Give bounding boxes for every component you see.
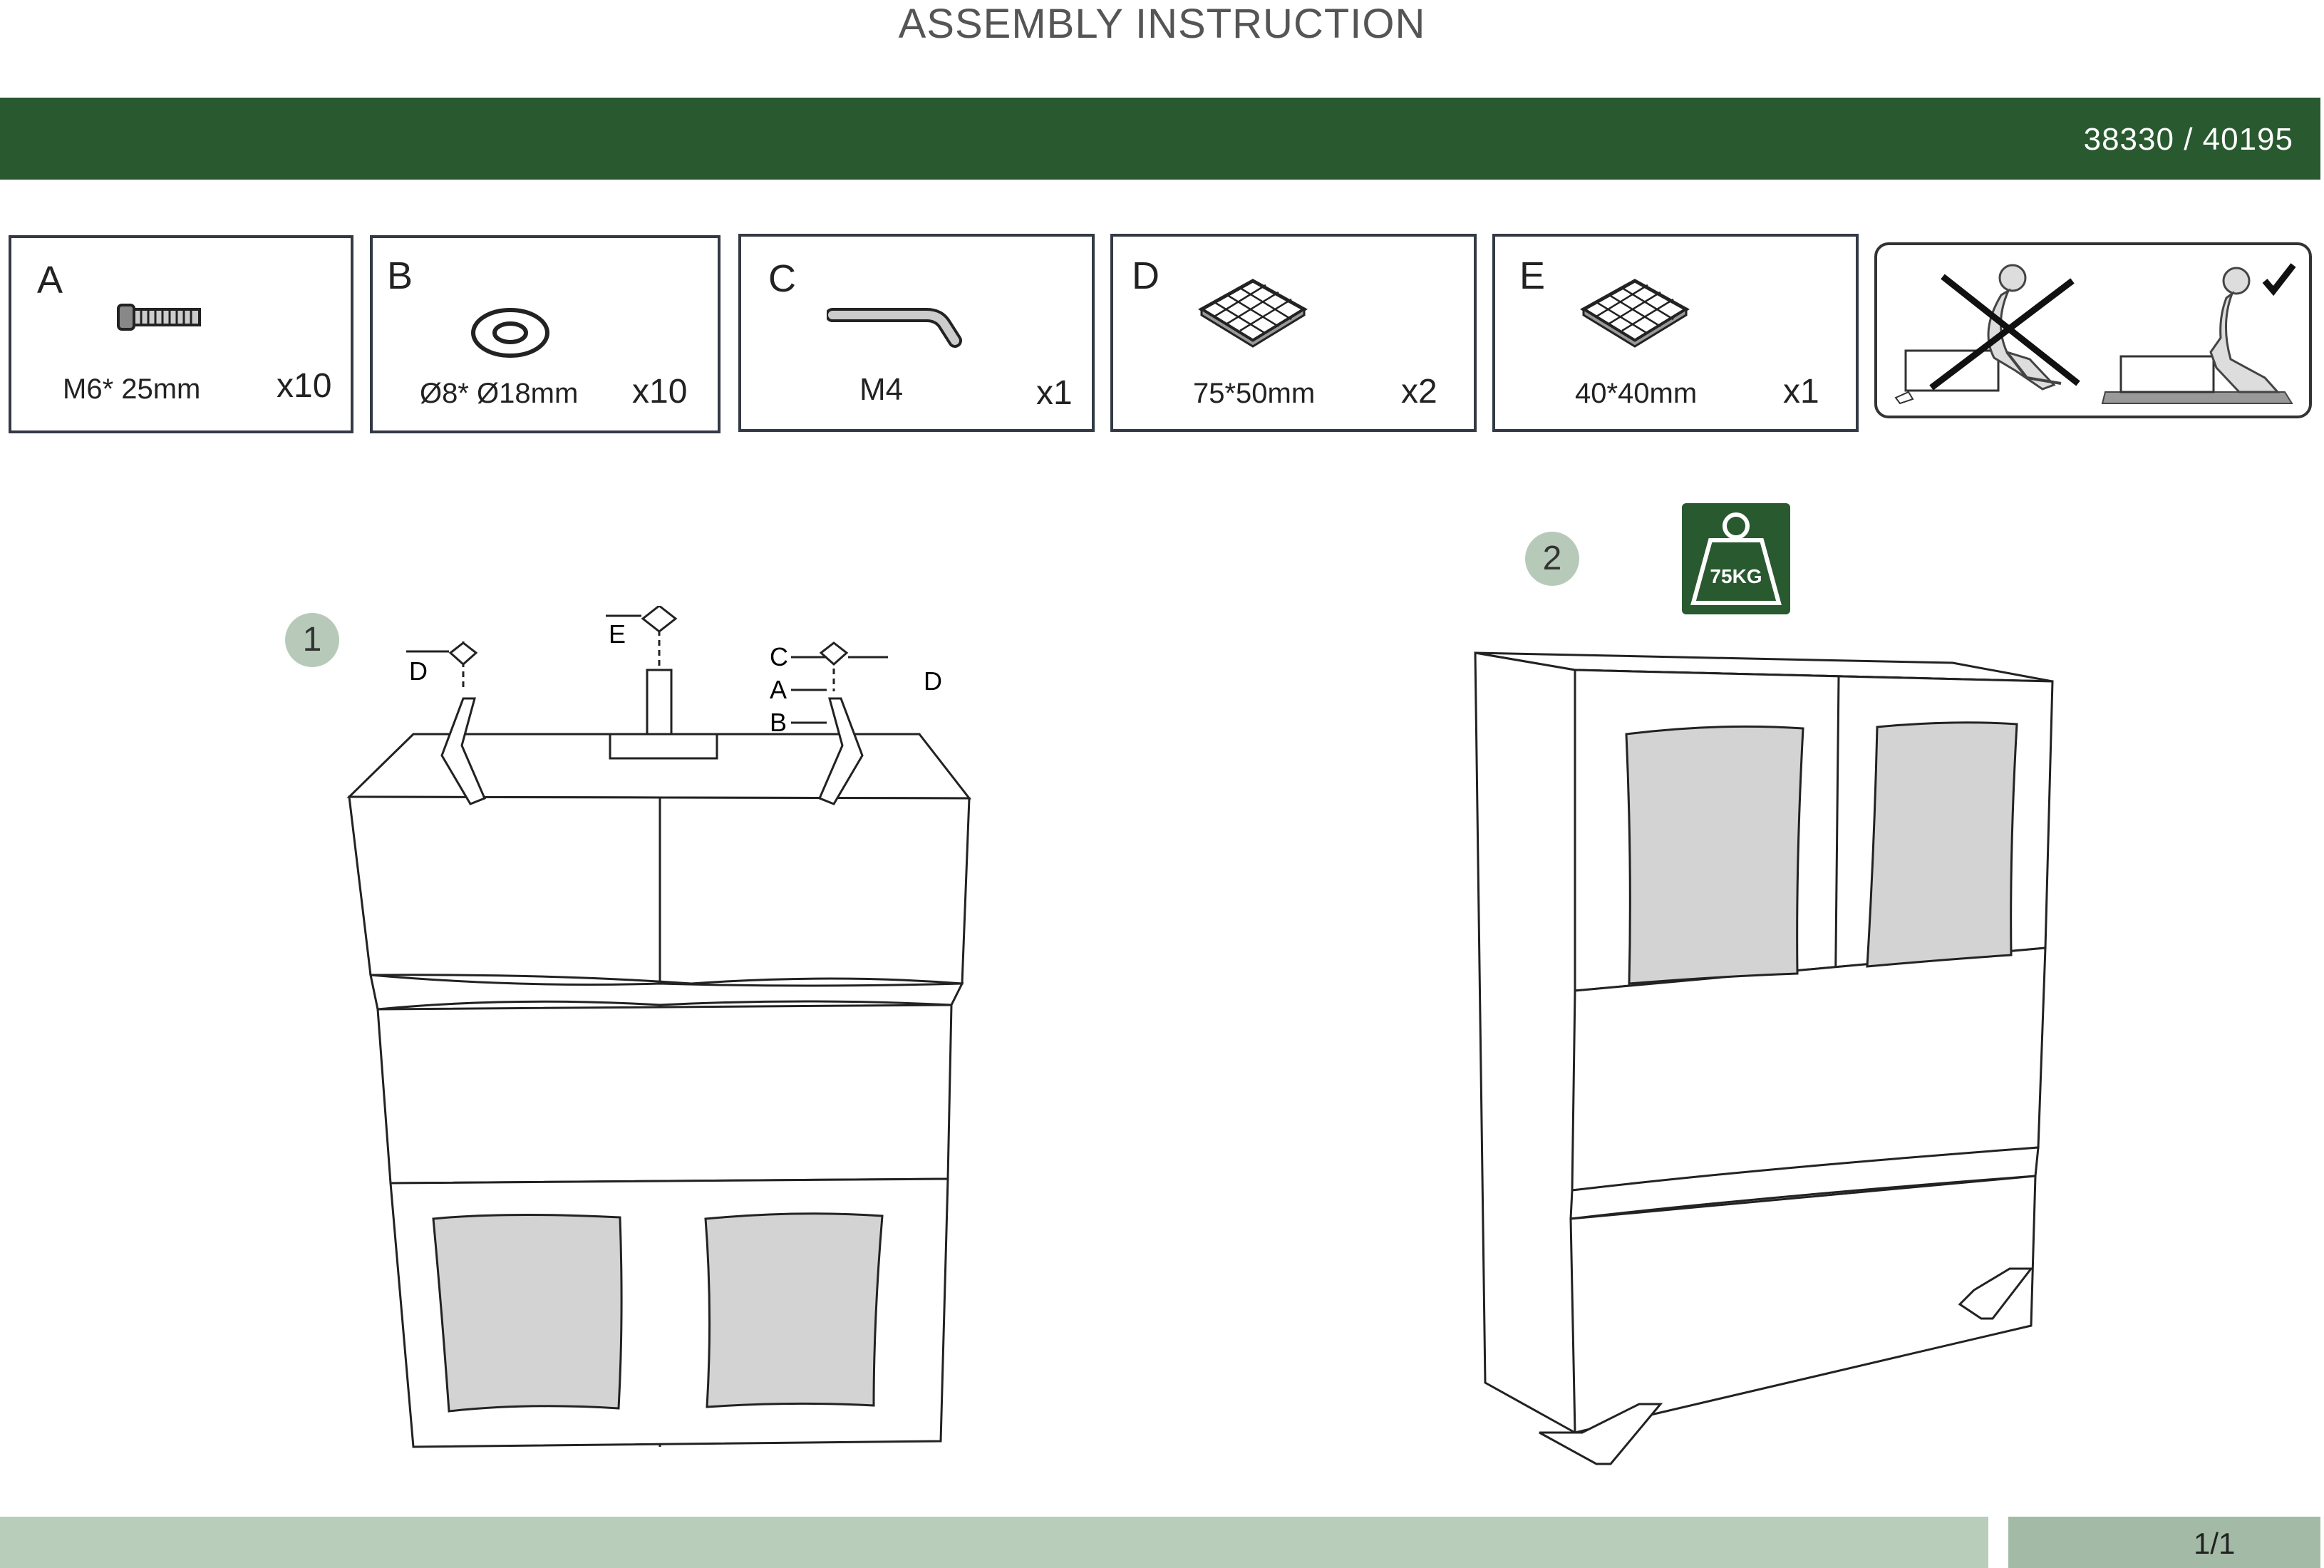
product-code: 38330 / 40195 — [2083, 122, 2293, 157]
part-card-e: E 40*40mm x1 — [1492, 234, 1859, 432]
page-number-box: 1/1 — [2008, 1517, 2320, 1568]
mounting-plate-icon — [1580, 279, 1690, 348]
kneeling-person-correct-icon — [2101, 263, 2296, 404]
allen-key-icon — [827, 308, 962, 348]
part-dimension: 40*40mm — [1575, 378, 1698, 409]
callout-label: C — [770, 642, 788, 671]
part-letter: A — [37, 259, 63, 301]
mounting-plate-icon — [1198, 279, 1308, 348]
part-dimension: 75*50mm — [1193, 378, 1316, 409]
part-quantity: x1 — [1036, 374, 1073, 412]
callout-label: D — [924, 666, 942, 696]
weight-label: 75KG — [1710, 565, 1762, 587]
weight-icon: 75KG — [1690, 512, 1782, 605]
callout-label: B — [770, 708, 787, 737]
part-letter: C — [768, 257, 796, 300]
bolt-icon — [117, 304, 201, 331]
part-letter: E — [1519, 254, 1546, 297]
header-band: 38330 / 40195 — [0, 98, 2320, 180]
part-dimension: M4 — [859, 372, 904, 407]
part-quantity: x10 — [632, 373, 688, 411]
part-card-d: D 75*50mm x2 — [1110, 234, 1477, 432]
part-dimension: Ø8* Ø18mm — [420, 378, 579, 409]
part-quantity: x1 — [1783, 373, 1819, 411]
kneeling-person-wrong-icon — [1894, 264, 2080, 405]
part-card-c: C M4 x1 — [738, 234, 1095, 432]
part-card-a: A M6* 25mm x10 — [9, 235, 353, 433]
part-card-b: B Ø8* Ø18mm x10 — [370, 235, 721, 433]
callout-label: E — [609, 619, 626, 649]
callout-label: D — [409, 656, 428, 686]
part-letter: D — [1132, 254, 1160, 297]
step-1-cabinet-illustration: D E C A B D — [346, 606, 972, 1448]
washer-icon — [471, 308, 549, 358]
step-number: 2 — [1525, 532, 1579, 586]
weight-limit-badge: 75KG — [1682, 503, 1790, 614]
part-quantity: x10 — [277, 367, 332, 405]
page-title: ASSEMBLY INSTRUCTION — [898, 1, 1426, 47]
part-dimension: M6* 25mm — [63, 373, 201, 405]
soft-surface-warning — [1874, 242, 2312, 418]
page-number: 1/1 — [2194, 1527, 2236, 1560]
part-quantity: x2 — [1401, 373, 1437, 411]
step-2-cabinet-illustration — [1474, 651, 2054, 1465]
footer-band — [0, 1517, 1988, 1568]
part-letter: B — [387, 254, 413, 297]
callout-label: A — [770, 675, 787, 704]
step-number: 1 — [285, 613, 339, 667]
